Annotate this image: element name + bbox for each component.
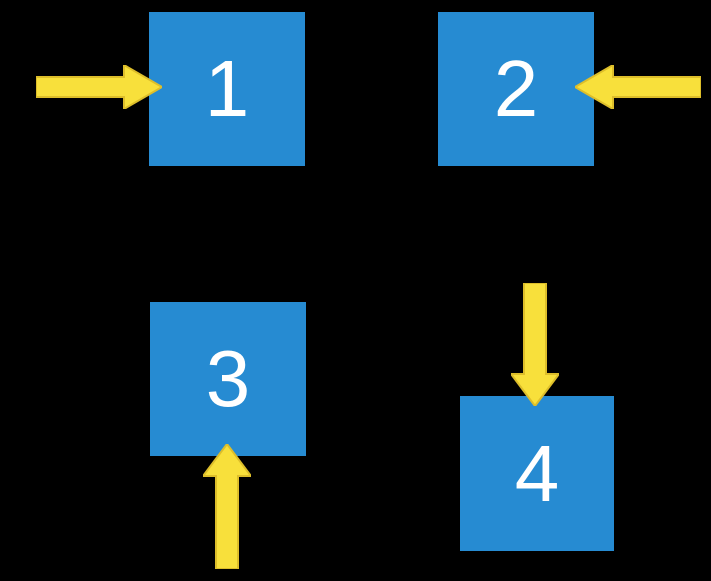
square-4-label: 4 bbox=[514, 428, 560, 518]
arrow-up-icon bbox=[203, 444, 251, 569]
numbered-square-3: 3 bbox=[150, 302, 306, 456]
numbered-square-2: 2 bbox=[438, 12, 594, 166]
arrow-up-shape bbox=[203, 444, 251, 569]
square-2-label: 2 bbox=[493, 44, 539, 133]
square-1-label: 1 bbox=[204, 44, 250, 133]
arrow-down-shape bbox=[511, 283, 559, 406]
square-3-label: 3 bbox=[205, 334, 251, 423]
arrow-right-icon bbox=[36, 65, 162, 109]
arrow-down-icon bbox=[511, 283, 559, 406]
numbered-square-4: 4 bbox=[460, 396, 614, 551]
numbered-square-1: 1 bbox=[149, 12, 305, 166]
arrow-right-shape bbox=[36, 65, 162, 109]
arrow-left-shape bbox=[575, 65, 701, 109]
arrow-left-icon bbox=[575, 65, 701, 109]
